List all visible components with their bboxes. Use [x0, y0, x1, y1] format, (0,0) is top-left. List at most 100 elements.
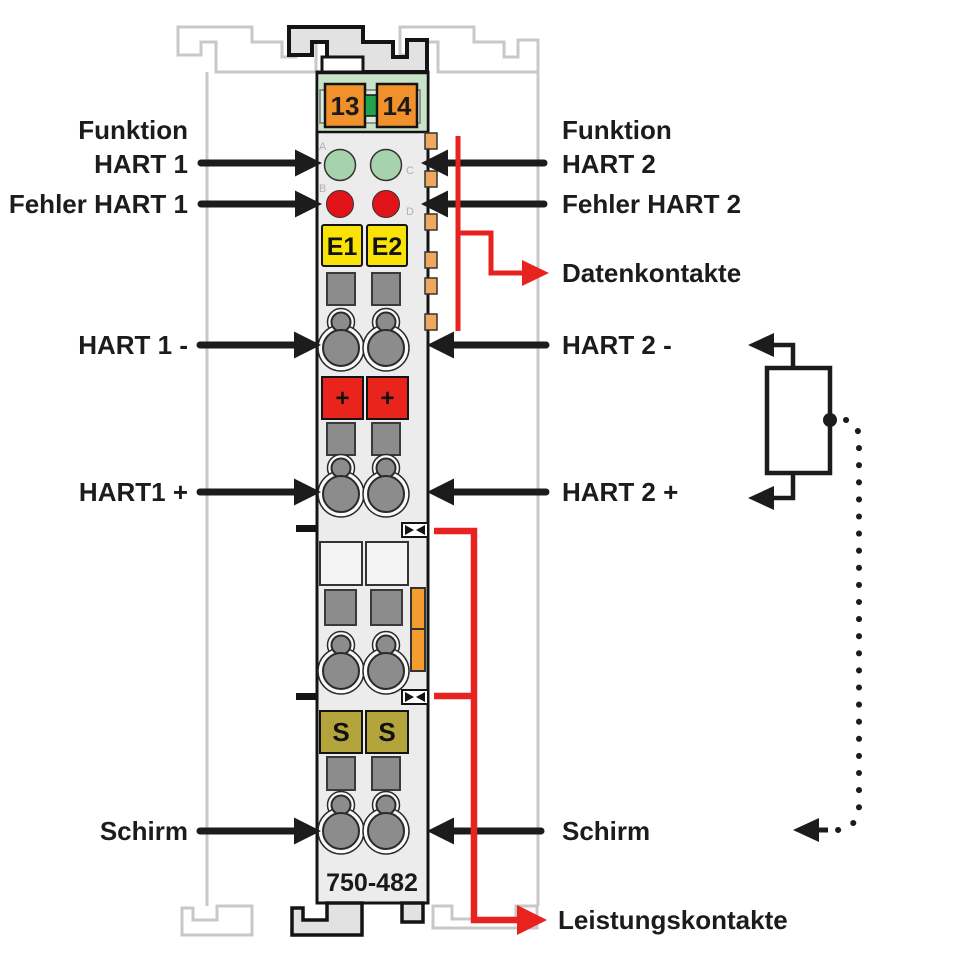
tag-plus-2 [366, 376, 409, 420]
led-fehler-hart1 [326, 190, 354, 218]
cage-clamp-opening [375, 634, 397, 656]
tag-plus-1 [321, 376, 364, 420]
power-contact-symbol-top [401, 522, 429, 538]
shield-arrowhead [793, 818, 819, 842]
left-callouts: Funktion HART 1 Fehler HART 1 HART 1 - H… [9, 115, 322, 846]
tag-e2-label: E2 [372, 233, 403, 261]
tag-e1 [321, 224, 363, 267]
arrowhead-fehler-hart2 [421, 190, 448, 218]
terminal-pair-hart-plus [317, 453, 410, 518]
data-contact [424, 213, 438, 231]
mounting-clip-top [287, 25, 429, 74]
device-box [764, 365, 833, 476]
tag-s2 [365, 710, 409, 754]
wire-terminal [322, 329, 360, 367]
arrowhead-hart1-plus [294, 478, 321, 506]
device-connection-dot [823, 413, 837, 427]
label-hart2-minus: HART 2 - [562, 330, 672, 360]
label-schirm-right: Schirm [562, 816, 650, 846]
label-funktion-hart1-line1: Funktion [78, 115, 188, 145]
led-letter-c: C [406, 165, 414, 177]
clamp-square [324, 589, 357, 626]
terminal-connector [364, 94, 378, 117]
power-terminal-13 [323, 82, 367, 129]
arrowhead-fehler-hart1 [295, 190, 322, 218]
clamp-square [326, 422, 356, 456]
right-callouts: Funktion HART 2 Fehler HART 2 Datenkonta… [421, 115, 788, 935]
blank-square [365, 541, 409, 586]
tag-s1 [319, 710, 363, 754]
terminal-pair-hart-minus [317, 307, 410, 372]
label-fehler-hart2: Fehler HART 2 [562, 189, 741, 219]
clamp-square [370, 589, 403, 626]
power-jumper-contact [410, 628, 426, 672]
clamp-square [371, 756, 401, 791]
clamp-square [371, 422, 401, 456]
cage-clamp-opening [330, 794, 352, 816]
label-hart1-minus: HART 1 - [78, 330, 188, 360]
label-funktion-hart1-line2: HART 1 [94, 149, 188, 179]
arrowhead-schirm-left [294, 817, 321, 845]
power-jumper-contact [410, 587, 426, 630]
cage-clamp-opening [330, 311, 352, 333]
label-hart2-plus: HART 2 + [562, 477, 678, 507]
tag-plus-2-label: + [380, 385, 394, 412]
power-contact-symbol-bottom [401, 689, 429, 705]
label-funktion-hart2-line1: Funktion [562, 115, 672, 145]
data-contact [424, 170, 438, 188]
terminal-13-label: 13 [331, 91, 360, 121]
arrowhead-funktion-hart1 [295, 149, 322, 177]
led-funktion-hart2 [369, 148, 403, 182]
arrowhead-hart1-minus [294, 331, 321, 359]
mounting-foot-left [290, 901, 364, 937]
clip-notch [320, 55, 365, 74]
led-letter-b: B [319, 183, 326, 195]
label-schirm-left: Schirm [100, 816, 188, 846]
wire-terminal [322, 652, 360, 690]
shield-dotted-line [829, 417, 862, 833]
label-hart1-plus: HART1 + [79, 477, 188, 507]
power-contact-bowtie [416, 692, 425, 702]
module-id: 750-482 [326, 869, 418, 897]
led-letter-a: A [319, 141, 327, 153]
cage-clamp-opening [375, 457, 397, 479]
data-contact [424, 251, 438, 269]
neighbour-foot-left-outline [180, 904, 254, 937]
device-lead-top [772, 342, 796, 368]
terminal-pair-schirm [317, 790, 410, 855]
cage-clamp-opening [330, 457, 352, 479]
wire-terminal [367, 652, 405, 690]
field-device-symbol [748, 333, 862, 842]
label-fehler-hart1: Fehler HART 1 [9, 189, 188, 219]
power-contact-bowtie [416, 525, 425, 535]
tag-s2-label: S [378, 717, 395, 747]
power-contact-bowtie [405, 525, 414, 535]
terminal-pair-middle [317, 630, 410, 695]
tag-e1-label: E1 [327, 233, 358, 261]
cage-clamp-opening [375, 311, 397, 333]
neighbour-foot-right-outline [431, 904, 539, 930]
arrowhead-funktion-hart2 [421, 149, 448, 177]
datenkontakte-leader [458, 230, 523, 276]
power-contact-bowtie [405, 692, 414, 702]
mounting-foot-right [400, 901, 425, 924]
io-module: 13 14 A B C D E1 E2 [287, 25, 438, 937]
clamp-square [371, 272, 401, 306]
clamp-square [326, 272, 356, 306]
arrowhead-hart2-minus [427, 331, 454, 359]
terminal-14-label: 14 [383, 91, 412, 121]
led-funktion-hart1 [323, 148, 357, 182]
wire-terminal [367, 475, 405, 513]
cage-clamp-opening [375, 794, 397, 816]
data-contact [424, 313, 438, 331]
wire-terminal [367, 329, 405, 367]
section-tick [296, 525, 317, 532]
label-leistungskontakte: Leistungskontakte [558, 905, 788, 935]
tag-s1-label: S [332, 717, 349, 747]
leistungskontakte-bracket [434, 527, 517, 924]
data-contact [424, 277, 438, 295]
blank-square [319, 541, 363, 586]
tag-e2 [366, 224, 408, 267]
arrowhead-hart2-plus [427, 478, 454, 506]
